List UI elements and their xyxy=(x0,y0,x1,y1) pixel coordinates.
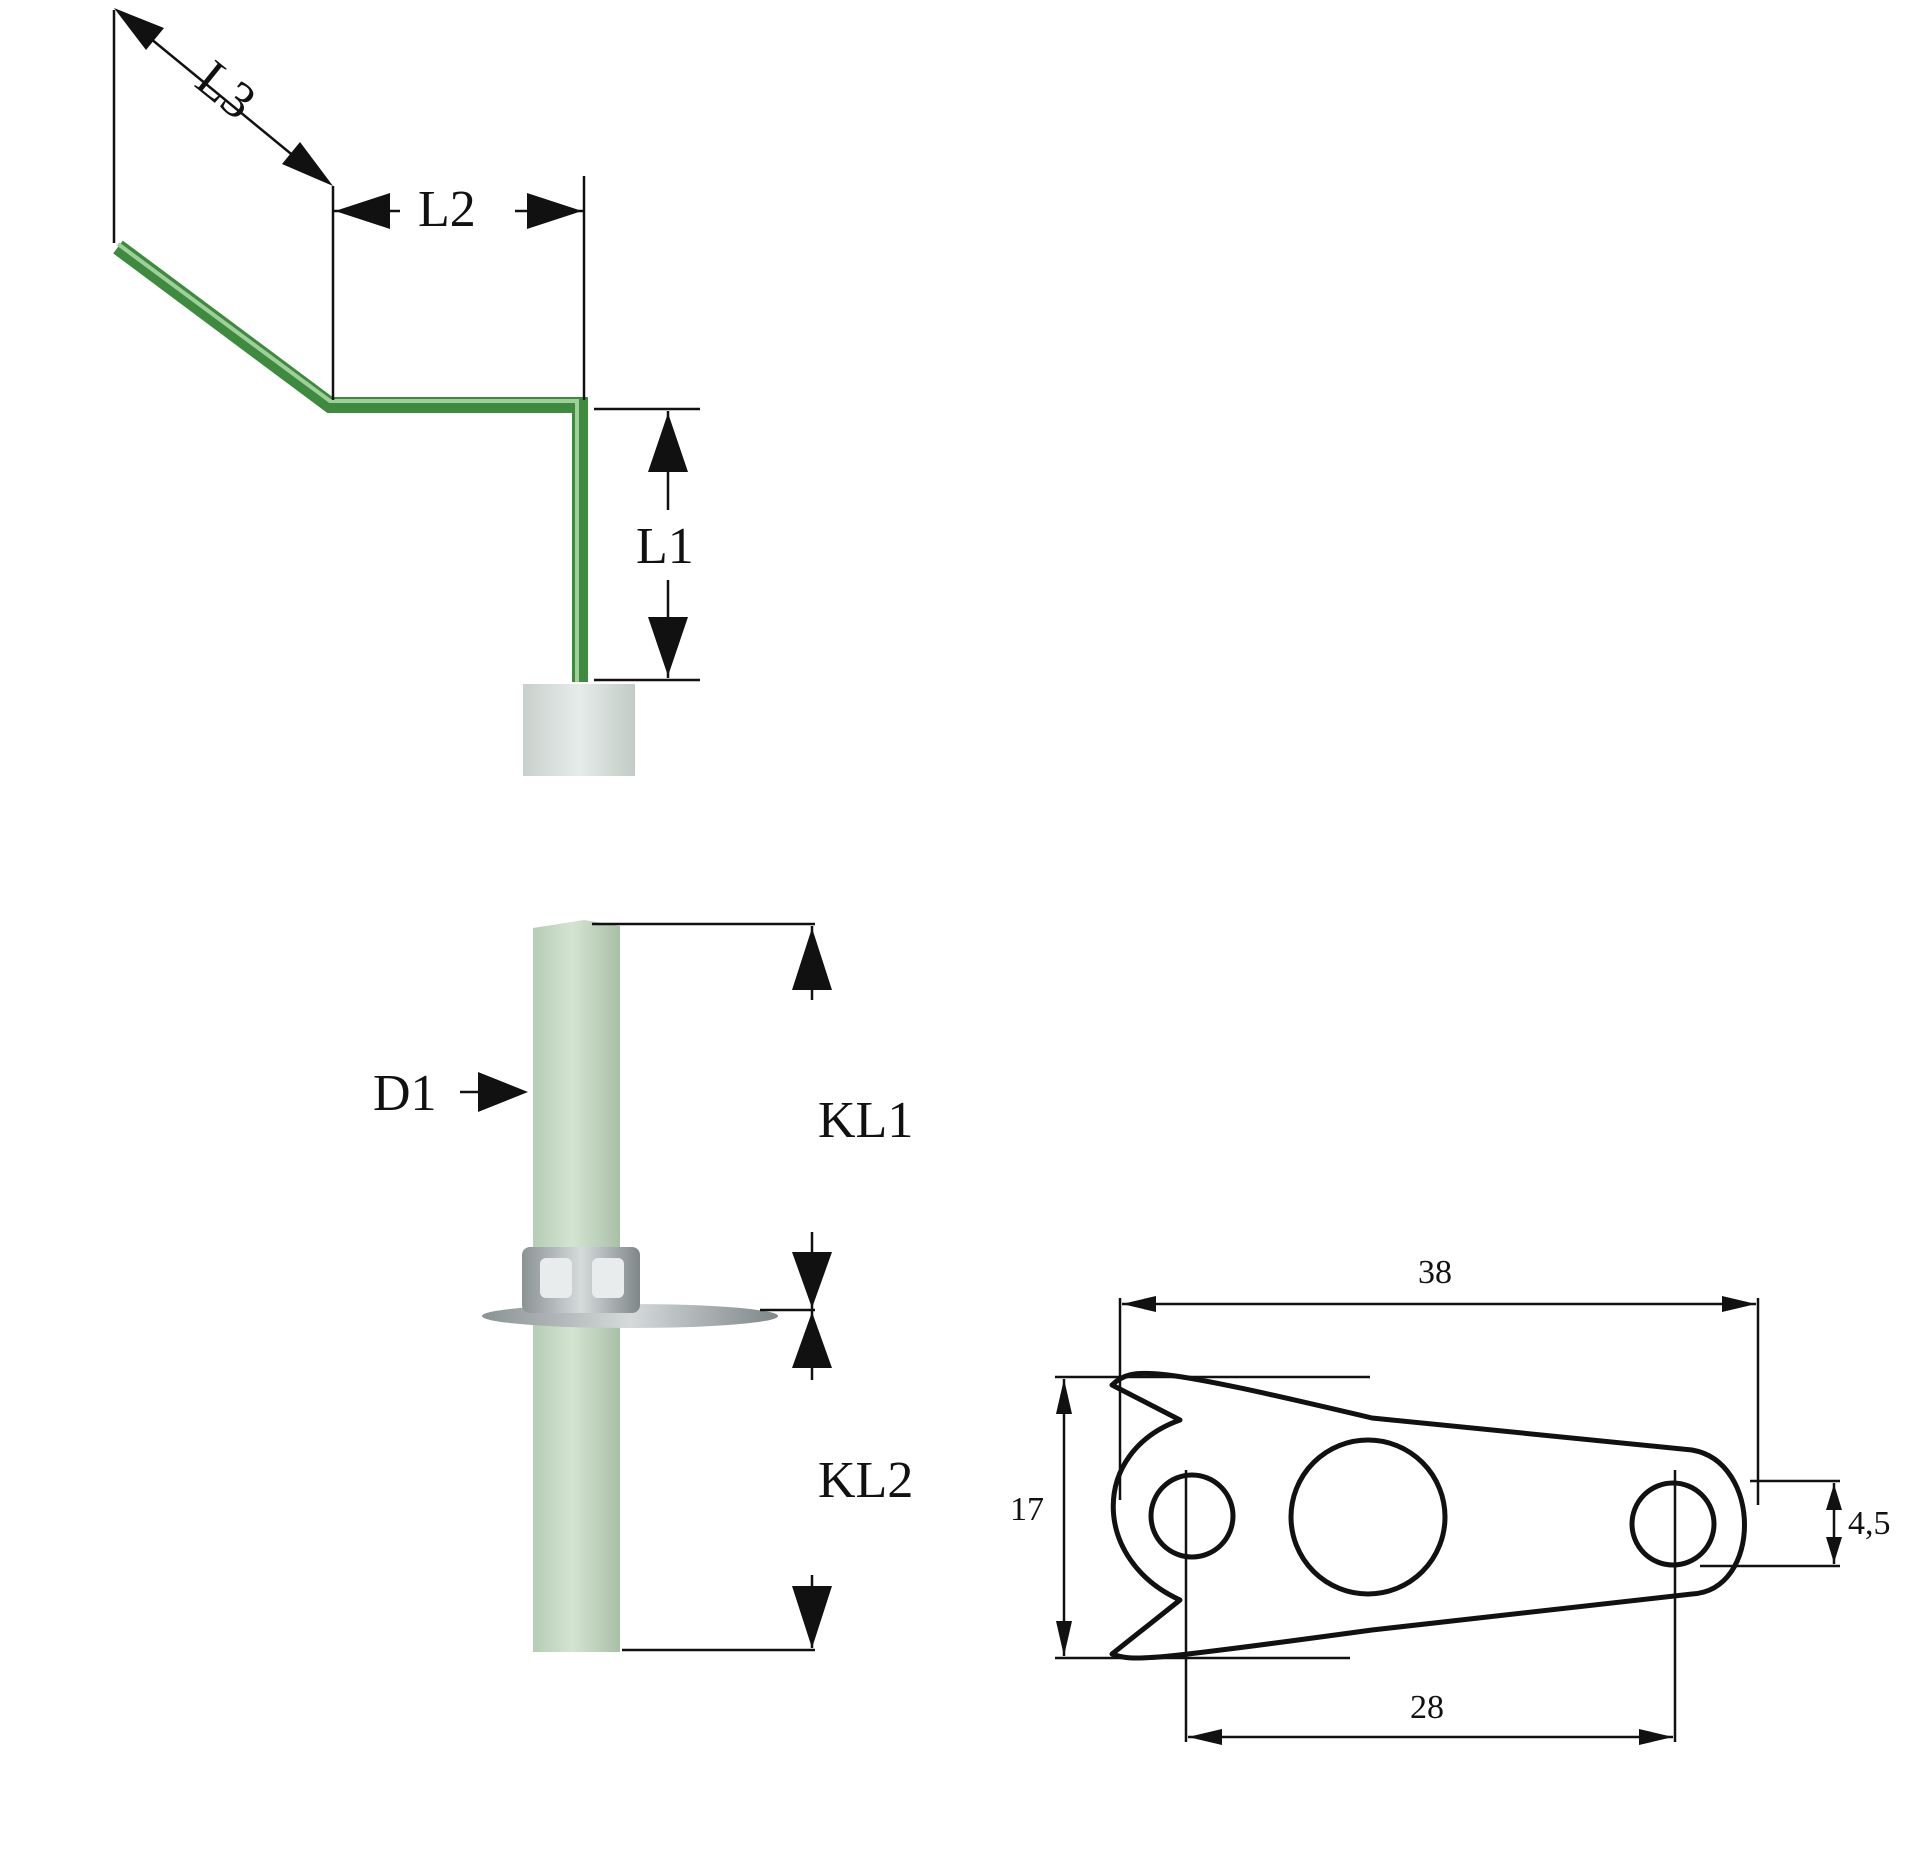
flange-arrow-down xyxy=(792,1252,832,1308)
insulator-stub xyxy=(523,684,635,776)
dim38-arrow-start xyxy=(1122,1296,1156,1312)
l1-label: L1 xyxy=(636,518,694,575)
l1-arrow-end xyxy=(648,617,688,676)
dim38-arrow-end xyxy=(1722,1296,1756,1312)
l3-dimension-line xyxy=(127,19,319,177)
left-mounting-hole xyxy=(1148,1472,1236,1560)
collar-shine-left xyxy=(540,1258,572,1298)
dim17-arrow-start xyxy=(1056,1379,1072,1414)
l2-arrow-end xyxy=(527,193,582,229)
center-hole xyxy=(1288,1437,1448,1597)
dim17-arrow-end xyxy=(1056,1621,1072,1656)
kl2-label: KL2 xyxy=(818,1452,913,1509)
right-mounting-hole xyxy=(1629,1480,1717,1568)
l3-arrow-end xyxy=(282,142,333,186)
flange-outline xyxy=(1109,1370,1747,1661)
straight-electrode-drawing: D1 KL1 KL2 xyxy=(373,920,913,1652)
l3-arrow-start xyxy=(114,8,164,50)
bent-electrode-drawing: L3 L2 L1 xyxy=(112,8,706,776)
dim45-label: 4,5 xyxy=(1848,1505,1891,1542)
dim28-label: 28 xyxy=(1410,1689,1444,1726)
flange-arrow-up xyxy=(792,1312,832,1368)
bent-wire xyxy=(113,240,588,682)
l2-label: L2 xyxy=(418,181,476,238)
dim17-label: 17 xyxy=(1010,1491,1044,1528)
dim28-arrow-start xyxy=(1188,1729,1222,1745)
dim38-label: 38 xyxy=(1418,1254,1452,1291)
kl1-arrow xyxy=(792,928,832,990)
l1-label-bg xyxy=(630,510,706,580)
l2-arrow-start xyxy=(335,193,390,229)
dim28-arrow-end xyxy=(1639,1729,1673,1745)
l1-arrow-start xyxy=(648,413,688,472)
l2-label-bg xyxy=(400,180,515,240)
collar-shine-right xyxy=(592,1258,624,1298)
l3-label: L3 xyxy=(185,50,266,131)
bent-wire-highlight xyxy=(116,242,579,682)
d1-label: D1 xyxy=(373,1065,437,1122)
d1-arrow xyxy=(478,1072,528,1112)
kl2-arrow xyxy=(792,1586,832,1648)
kl1-label: KL1 xyxy=(818,1092,913,1149)
dim45-arrow-end xyxy=(1826,1537,1842,1563)
dim45-arrow-start xyxy=(1826,1484,1842,1510)
flange-plate-drawing: 38 17 4,5 28 xyxy=(1010,1254,1891,1745)
